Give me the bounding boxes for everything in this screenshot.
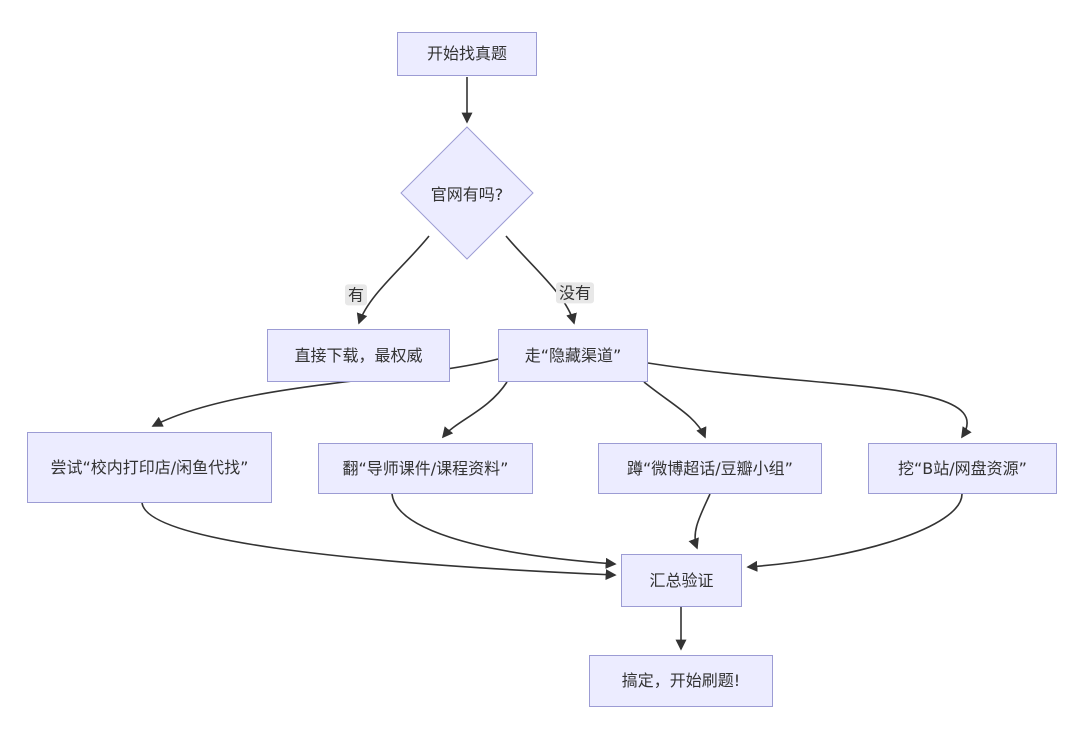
edge-weibo-to-verify	[688, 493, 711, 550]
edge-decision-to-hidden	[505, 235, 577, 325]
edge-hidden-to-courseware	[441, 381, 508, 439]
edge-hidden-to-printshop	[151, 358, 499, 427]
node-hidden-channels: 走“隐藏渠道”	[498, 329, 648, 382]
node-verify: 汇总验证	[621, 554, 742, 607]
node-decision-label: 官网有吗?	[430, 185, 504, 204]
edge-printshop-to-verify	[141, 502, 617, 581]
edge-hidden-to-bilibili	[647, 362, 972, 439]
edge-bilibili-to-verify	[746, 493, 963, 572]
node-done: 搞定，开始刷题!	[589, 655, 773, 707]
edge-decision-to-official	[356, 235, 430, 325]
node-bilibili-netdisk: 挖“B站/网盘资源”	[868, 443, 1057, 494]
node-courseware: 翻“导师课件/课程资料”	[318, 443, 533, 494]
node-weibo-douban: 蹲“微博超话/豆瓣小组”	[598, 443, 822, 494]
edge-hidden-to-weibo	[643, 381, 707, 439]
edge-courseware-to-verify	[391, 493, 617, 569]
node-start: 开始找真题	[397, 32, 537, 76]
node-direct-download: 直接下载，最权威	[267, 329, 450, 382]
edge-label-no: 没有	[555, 282, 595, 304]
edge-label-yes: 有	[344, 284, 368, 306]
decision-diamond-shape	[400, 126, 534, 260]
node-print-shop: 尝试“校内打印店/闲鱼代找”	[27, 432, 272, 503]
